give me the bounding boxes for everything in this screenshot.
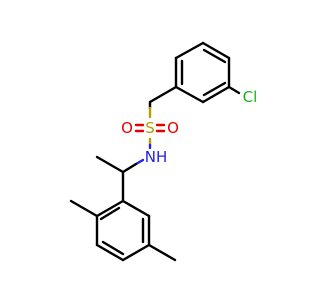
- bond-ring1-b-inner: [202, 48, 227, 64]
- bond-ring1-d-inner: [202, 81, 227, 97]
- bond-ring1-e: [174, 85, 205, 104]
- bond-ring2-a: [95, 199, 125, 218]
- bond-ring2-methyl-meta: [147, 243, 177, 262]
- structure-canvas: Cl S O O NH: [69, 41, 258, 262]
- bond-ring1-b: [201, 41, 231, 60]
- atom-sulfur-label: S: [145, 119, 155, 137]
- bond-ring2-methyl-ortho: [69, 199, 99, 218]
- bond-c-cl: [227, 85, 241, 95]
- bond-ring1-d: [201, 85, 231, 104]
- atom-oxygen-right-label: O: [167, 119, 179, 137]
- bond-ring2-d: [121, 243, 151, 262]
- bond-ring2-f: [121, 199, 151, 218]
- atom-nitrogen-label: NH: [145, 148, 168, 166]
- bond-ring-ch2: [148, 85, 178, 104]
- bond-ring2-c-inner: [101, 240, 125, 256]
- atom-chlorine-label: Cl: [243, 88, 258, 106]
- bond-ch-methyl: [95, 155, 125, 174]
- atom-oxygen-left-label: O: [121, 119, 133, 137]
- bond-n-ch-a: [134, 158, 145, 166]
- bond-ring1-a: [174, 41, 205, 60]
- bond-ring2-c: [95, 243, 125, 262]
- bond-ring2-a-inner: [99, 206, 121, 221]
- bond-n-ch-b: [121, 162, 138, 174]
- molecule-diagram: Cl S O O NH: [69, 41, 258, 262]
